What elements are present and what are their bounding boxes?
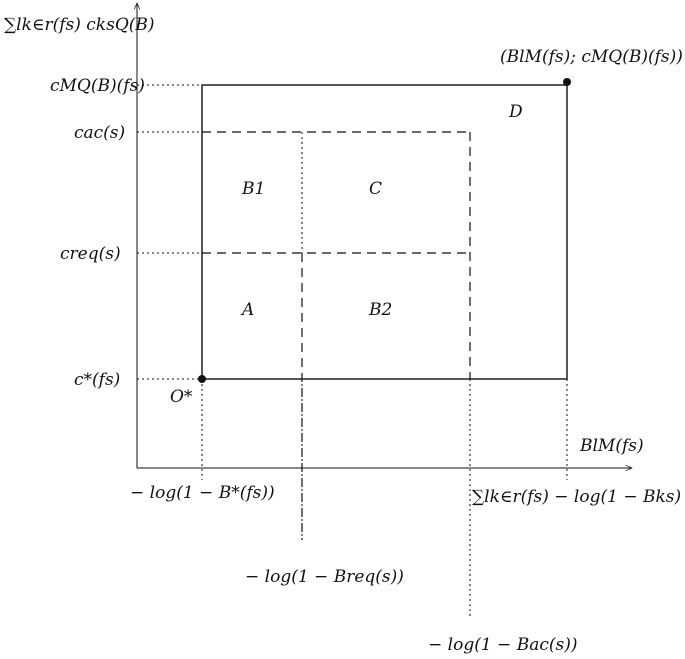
ytick-cstar: c*(fs) [74,370,120,390]
xtick-breq: − log(1 − Breq(s)) [245,567,404,587]
y-axis-label: ∑lk∈r(fs) cksQ(B) [4,15,155,35]
xtick-bstar: − log(1 − B*(fs)) [130,483,275,503]
ytick-creq: creq(s) [60,244,121,264]
x-axis-label: BlM(fs) [579,436,644,456]
region-a-label: A [240,300,254,320]
ytick-cM: cMQ(B)(fs) [50,76,145,96]
origin-point [198,375,206,383]
ytick-cac: cac(s) [74,123,125,143]
region-b2-label: B2 [368,300,392,320]
corner-point [563,78,571,86]
outer-rectangle [201,84,568,380]
xtick-bac: − log(1 − Bac(s)) [428,635,577,655]
region-c-label: C [369,179,382,199]
corner-label: (BlM(fs); cMQ(B)(fs)) [500,47,683,67]
region-d-label: D [508,102,523,122]
region-b1-label: B1 [241,179,265,199]
origin-label: O* [170,387,193,407]
xtick-bsum: ∑lk∈r(fs) − log(1 − Bks) [472,487,681,507]
